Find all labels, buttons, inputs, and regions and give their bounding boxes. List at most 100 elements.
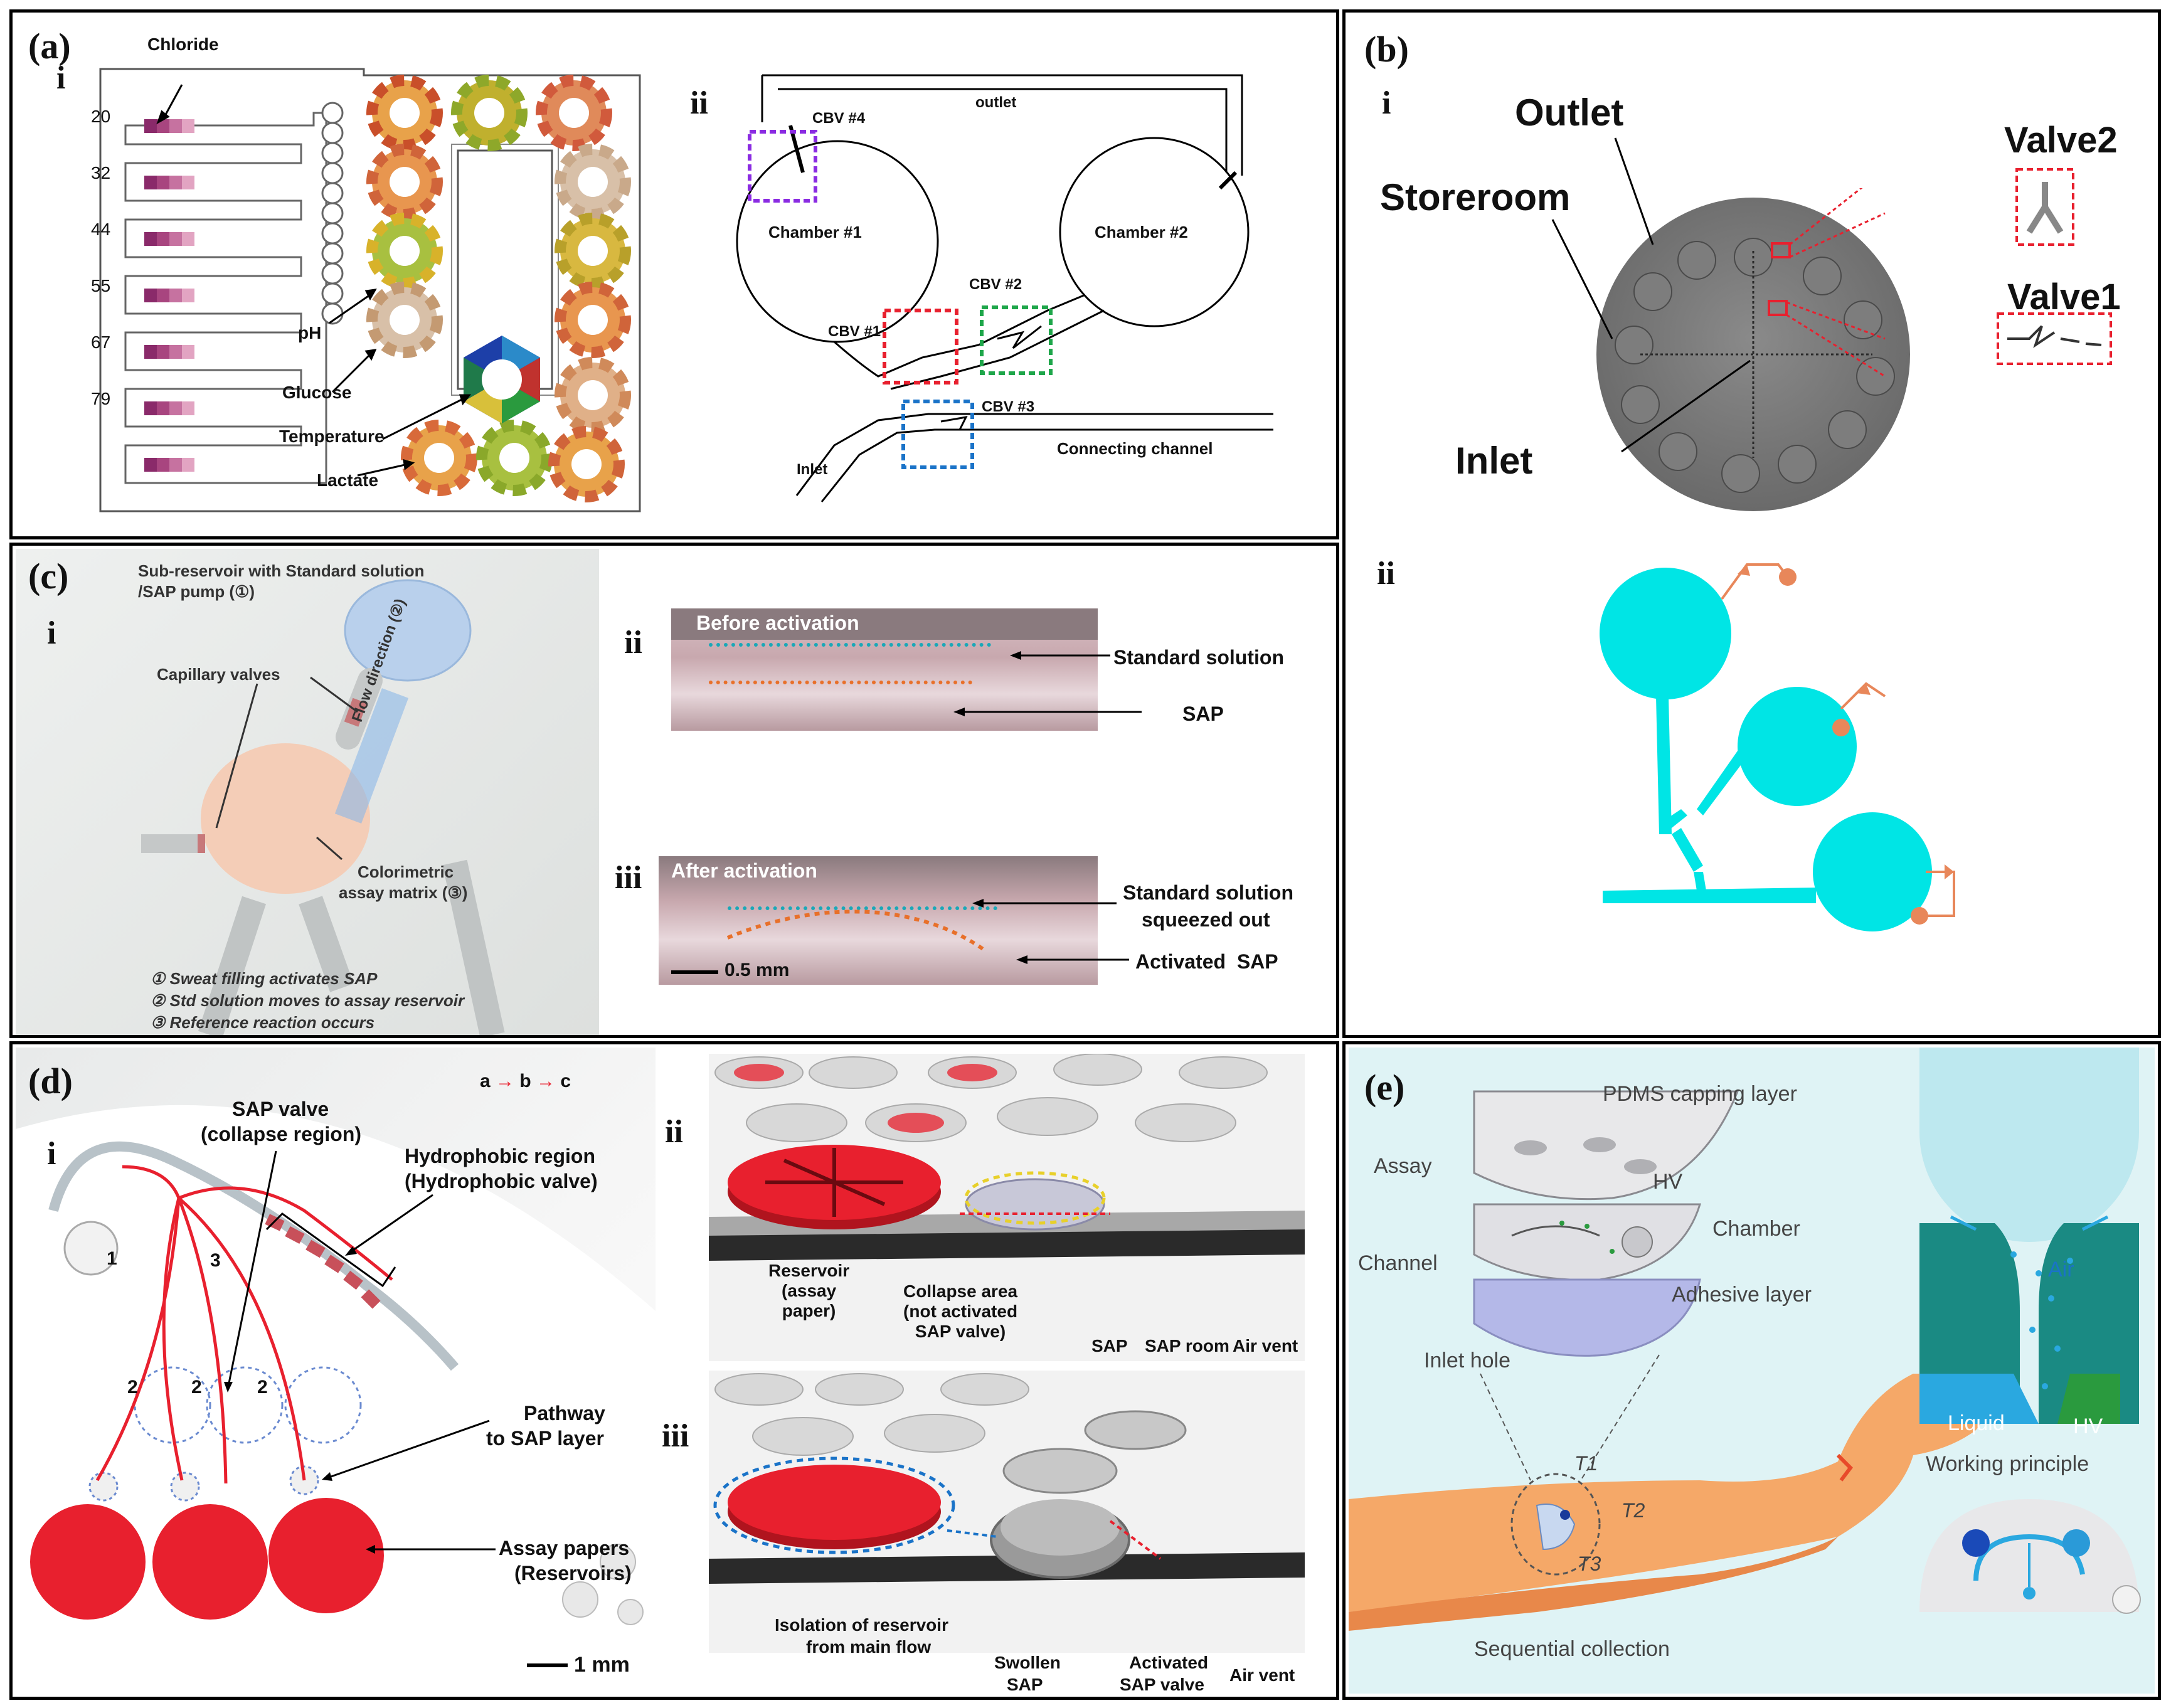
chloride-number-1: 20 <box>91 107 111 126</box>
before-activation-photo: Before activation <box>671 608 1098 731</box>
sequence-b: b <box>519 1071 531 1091</box>
storeroom-label: Storeroom <box>1380 176 1571 218</box>
panel-d-sub-iii: iii <box>662 1418 689 1454</box>
panel-b-leader-lines <box>1551 137 1751 453</box>
chloride-swatches <box>144 119 194 472</box>
swollen-label-1: Swollen <box>994 1653 1061 1672</box>
panel-c-i-render: Sub-reservoir with Standard solution /SA… <box>16 549 599 1035</box>
reservoir-label-1: Reservoir <box>768 1261 850 1280</box>
hv-label-2: HV <box>2073 1414 2103 1438</box>
cbv1-label: CBV #1 <box>828 323 881 340</box>
chamber1-label: Chamber #1 <box>768 223 862 241</box>
valve2-label: Valve2 <box>2004 120 2118 161</box>
hv-label: HV <box>1653 1170 1683 1194</box>
step-2b-label: 2 <box>191 1377 202 1398</box>
connecting-channel-label: Connecting channel <box>1057 439 1213 458</box>
colorimetric-label-1: Colorimetric <box>358 862 454 881</box>
legend-1: ① Sweat filling activates SAP <box>151 969 378 988</box>
sequence-indicator: a → b → c <box>480 1071 571 1091</box>
activated-sap-valve-label-2: SAP valve <box>1120 1675 1204 1694</box>
sap-valve-label-1: SAP valve <box>232 1098 329 1120</box>
activated-sap-valve-label-1: Activated <box>1129 1653 1209 1672</box>
colorimetric-wheels <box>366 75 631 502</box>
panel-c-ii-iii-arrows <box>953 651 1142 964</box>
legend-3: ③ Reference reaction occurs <box>151 1013 375 1032</box>
temperature-label: Temperature <box>279 427 385 446</box>
collapse-area-label: Collapse area (not activated SAP valve) <box>903 1281 1017 1342</box>
sequential-collection-illustration <box>1349 1048 2141 1631</box>
step-2c-label: 2 <box>257 1377 268 1398</box>
chloride-label: Chloride <box>147 34 219 54</box>
after-activation-label: After activation <box>671 859 817 882</box>
chamber-label-e: Chamber <box>1712 1217 1800 1241</box>
valve1-label: Valve1 <box>2007 277 2121 317</box>
isolation-label-1: Isolation of reservoir <box>775 1615 948 1635</box>
air-vent-label: Air vent <box>1233 1336 1298 1355</box>
legend-2: ② Std solution moves to assay reservoir <box>151 991 465 1010</box>
panel-d-ii-render <box>709 1054 1305 1361</box>
panel-b: (b) i Outlet Storeroom Inl <box>1342 9 2161 1038</box>
step-2a-label: 2 <box>127 1377 138 1398</box>
outlet-label-a: outlet <box>975 94 1017 111</box>
t1-label: T1 <box>1574 1452 1598 1475</box>
cbv3-label: CBV #3 <box>982 398 1035 415</box>
panel-b-label: (b) <box>1364 29 1409 70</box>
panel-b-ii-diagram <box>1600 563 1955 931</box>
panel-d-sub-ii: ii <box>665 1114 683 1150</box>
panel-d-i-leaders <box>224 1150 568 1667</box>
standard-solution-label: Standard solution <box>1113 646 1284 669</box>
step-1-label: 1 <box>107 1248 117 1269</box>
sequence-c: c <box>560 1071 571 1091</box>
liquid-label: Liquid <box>1948 1411 2005 1435</box>
std-squeezed-label-1: Standard solution <box>1123 881 1293 904</box>
panel-d-i-render <box>16 1048 656 1628</box>
chloride-number-3: 44 <box>91 220 111 239</box>
reservoir-label-3: paper) <box>782 1301 836 1320</box>
scale-label-d: 1 mm <box>574 1653 630 1677</box>
sap-label-c: SAP <box>1182 703 1224 725</box>
panel-e-label: (e) <box>1364 1067 1405 1108</box>
panel-d-sub-i: i <box>47 1136 56 1172</box>
air-label: Air <box>2048 1258 2074 1281</box>
pathway-label-2: to SAP layer <box>486 1427 604 1450</box>
assay-papers-label-2: (Reservoirs) <box>514 1562 632 1584</box>
panel-b-sub-ii: ii <box>1377 556 1395 591</box>
chamber2-label: Chamber #2 <box>1095 223 1188 241</box>
panel-c-sub-i: i <box>47 615 56 651</box>
collapse-area-label-3: SAP valve) <box>915 1322 1006 1341</box>
std-squeezed-label-2: squeezed out <box>1142 908 1270 931</box>
sap-room-label: SAP room <box>1145 1336 1229 1355</box>
reservoir-label-2: (assay <box>782 1281 837 1300</box>
panel-e-illustration <box>1349 1048 2155 1694</box>
lactate-label: Lactate <box>317 470 379 490</box>
assay-papers-label-1: Assay papers <box>499 1537 630 1559</box>
pdms-label: PDMS capping layer <box>1603 1082 1797 1106</box>
panel-a-ii-diagram <box>736 74 1273 502</box>
panel-a-sub-i: i <box>56 60 66 96</box>
outlet-label-b: Outlet <box>1515 92 1624 134</box>
valve-zoom-boxes <box>1997 168 2112 365</box>
reservoir-label: Reservoir (assay paper) <box>768 1261 849 1321</box>
panel-b-sub-i: i <box>1382 85 1391 121</box>
pathway-label-1: Pathway <box>524 1402 605 1424</box>
after-activation-photo: After activation 0.5 mm <box>659 856 1098 985</box>
cbv2-label: CBV #2 <box>969 276 1022 293</box>
sap-valve-label-2: (collapse region) <box>201 1123 362 1145</box>
panel-c: Sub-reservoir with Standard solution /SA… <box>9 543 1339 1038</box>
cbv4-label: CBV #4 <box>812 110 866 127</box>
glucose-label: Glucose <box>282 383 352 402</box>
air-vent-label-2: Air vent <box>1229 1665 1295 1685</box>
beaded-channel <box>321 102 344 325</box>
ph-label: pH <box>298 323 322 342</box>
isolation-label-2: from main flow <box>806 1637 932 1657</box>
adhesive-label: Adhesive layer <box>1672 1283 1812 1307</box>
before-activation-label: Before activation <box>696 612 859 634</box>
sequential-collection-label: Sequential collection <box>1474 1637 1670 1661</box>
sequence-a: a <box>480 1071 491 1091</box>
collapse-area-render <box>709 1054 1305 1261</box>
panel-d-label: (d) <box>28 1061 73 1101</box>
hydrophobic-label-2: (Hydrophobic valve) <box>405 1170 598 1192</box>
chloride-number-4: 55 <box>91 276 111 295</box>
sub-reservoir-label-2: /SAP pump (①) <box>138 582 255 601</box>
hydrophobic-label-1: Hydrophobic region <box>405 1145 595 1167</box>
